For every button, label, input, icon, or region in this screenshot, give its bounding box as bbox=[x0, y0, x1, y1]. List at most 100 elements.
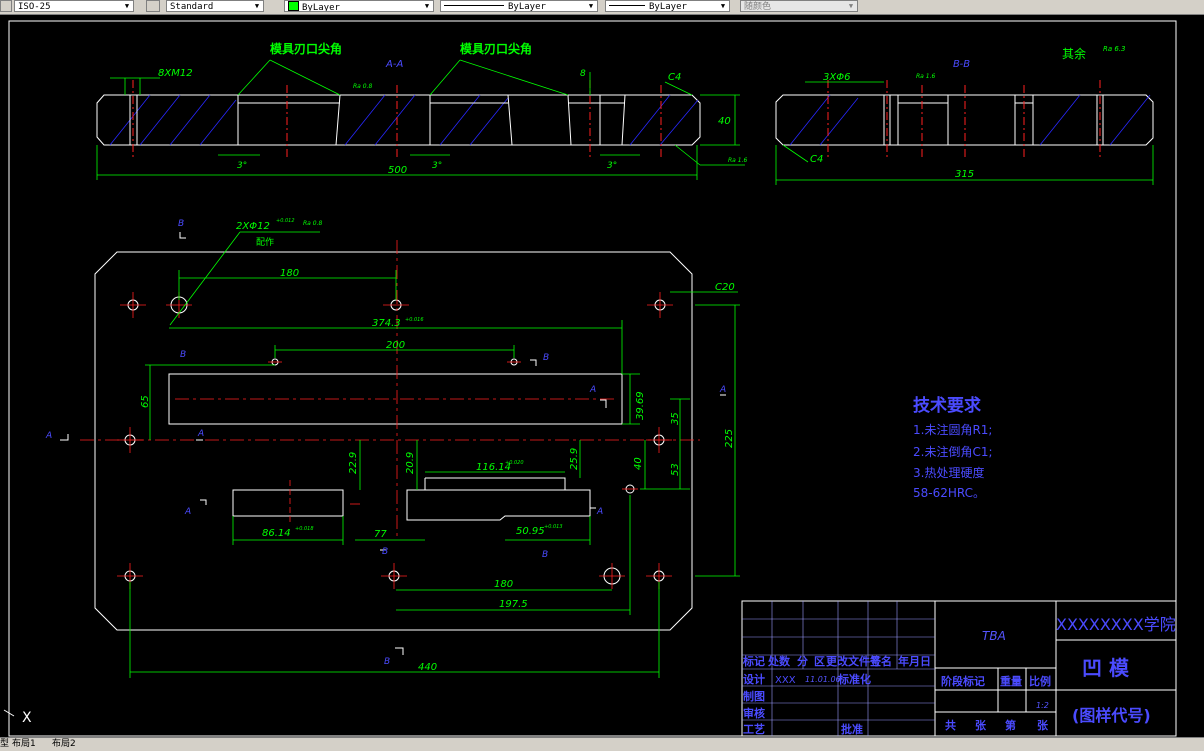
chevron-down-icon: ▼ bbox=[424, 2, 430, 10]
roughness-label: Ra 1.6 bbox=[916, 73, 935, 80]
dimension-text: 40 bbox=[633, 457, 644, 470]
dimension-text: 77 bbox=[374, 529, 387, 540]
tolerance-text: +0.012 bbox=[276, 218, 295, 224]
dimension-text: 20.9 bbox=[405, 452, 416, 474]
color-select[interactable]: ByLayer ▼ bbox=[284, 0, 434, 12]
textstyle-value: Standard bbox=[170, 2, 214, 12]
dimstyle-value: ISO-25 bbox=[18, 2, 51, 12]
line-sample-icon bbox=[609, 5, 645, 6]
tab-model[interactable]: 型 bbox=[0, 739, 10, 749]
tb-label: 重量 bbox=[1000, 674, 1022, 688]
tb-label: 张 bbox=[1037, 718, 1049, 732]
tb-label: 标准化 bbox=[837, 672, 871, 686]
tolerance-text: +0.013 bbox=[544, 524, 563, 530]
tolerance-text: +0.016 bbox=[405, 317, 424, 323]
dimension-text: 39.69 bbox=[635, 391, 646, 420]
layout-tabs-bar: 型 布局1 布局2 bbox=[0, 737, 1204, 751]
part-name: 凹 模 bbox=[1082, 656, 1130, 680]
cad-drawing: 模具刃口尖角 模具刃口尖角 A-A 8XM12 Ra 0.8 8 C4 40 5… bbox=[3, 20, 1177, 737]
textstyle-select[interactable]: Standard ▼ bbox=[166, 0, 264, 12]
tb-label: 设计 bbox=[743, 672, 765, 686]
section-mark-label: B bbox=[178, 219, 184, 229]
chevron-down-icon: ▼ bbox=[254, 2, 260, 10]
section-mark-label: B bbox=[542, 550, 548, 560]
dimension-text: 65 bbox=[140, 395, 151, 408]
roughness-label: Ra 1.6 bbox=[728, 157, 747, 164]
dimension-text: 180 bbox=[280, 268, 299, 279]
dimension-text: 53 bbox=[670, 463, 681, 476]
screw-callout: 8XM12 bbox=[158, 68, 193, 79]
tech-line: 2.未注倒角C1; bbox=[913, 444, 993, 459]
rest-roughness-label: 其余 bbox=[1062, 46, 1086, 61]
mold-edge-label: 模具刃口尖角 bbox=[270, 41, 342, 56]
dimension-text: 50.95 bbox=[516, 526, 545, 537]
color-swatch-icon bbox=[288, 1, 299, 11]
section-mark-label: A bbox=[45, 431, 52, 441]
chamfer-label: C20 bbox=[715, 282, 735, 293]
tb-label: 第 bbox=[1005, 718, 1016, 732]
plotstyle-value: 随颜色 bbox=[744, 2, 772, 12]
chevron-down-icon: ▼ bbox=[848, 2, 854, 10]
tb-label: 共 bbox=[945, 718, 956, 732]
dimstyle-icon[interactable] bbox=[0, 0, 12, 12]
text-style-icon[interactable] bbox=[146, 0, 160, 12]
tb-label: 张 bbox=[975, 718, 987, 732]
dimension-text: 8 bbox=[580, 69, 586, 79]
dimstyle-select[interactable]: ISO-25 ▼ bbox=[14, 0, 134, 12]
mold-edge-label: 模具刃口尖角 bbox=[460, 41, 532, 56]
tb-label: 阶段标记 bbox=[941, 674, 985, 688]
dimension-text: 200 bbox=[386, 340, 405, 351]
dimension-text: 86.14 bbox=[262, 528, 291, 539]
tab-layout1[interactable]: 布局1 bbox=[12, 739, 36, 749]
design-date: 11.01.06 bbox=[805, 675, 841, 684]
section-mark-label: A bbox=[596, 507, 603, 517]
tb-header-cell: 处数 bbox=[767, 654, 791, 668]
tech-line: 1.未注圆角R1; bbox=[913, 422, 992, 437]
chamfer-label: C4 bbox=[810, 154, 823, 165]
roughness-label: Ra 0.8 bbox=[353, 83, 372, 90]
section-bb-title: B-B bbox=[953, 59, 970, 70]
tech-title: 技术要求 bbox=[913, 395, 981, 416]
tab-layout2[interactable]: 布局2 bbox=[52, 739, 76, 749]
lineweight-select[interactable]: ByLayer ▼ bbox=[605, 0, 730, 12]
dimension-text: 25.9 bbox=[569, 448, 580, 470]
technical-requirements: 技术要求 1.未注圆角R1; 2.未注倒角C1; 3.热处理硬度 58-62HR… bbox=[913, 395, 993, 500]
dimension-text: 197.5 bbox=[499, 599, 528, 610]
tb-label: 比例 bbox=[1029, 674, 1051, 688]
dimension-text: 180 bbox=[494, 579, 513, 590]
section-mark-label: B bbox=[384, 657, 390, 667]
tba-text: TBA bbox=[982, 629, 1006, 643]
section-mark-label: B bbox=[382, 547, 388, 557]
tb-header-cell: 分 bbox=[797, 654, 808, 668]
section-aa-view: 模具刃口尖角 模具刃口尖角 A-A 8XM12 Ra 0.8 8 C4 40 5… bbox=[96, 41, 747, 180]
properties-toolbar: ISO-25 ▼ Standard ▼ ByLayer ▼ ByLayer ▼ … bbox=[0, 0, 1204, 15]
drawing-border bbox=[8, 20, 1177, 737]
roughness-label: Ra 6.3 bbox=[1103, 45, 1126, 53]
tb-label: 审核 bbox=[743, 706, 765, 720]
line-sample-icon bbox=[444, 5, 504, 6]
ucs-x-label: X bbox=[22, 710, 32, 726]
section-mark-label: A bbox=[589, 385, 596, 395]
dimension-text: 116.14 bbox=[476, 462, 511, 473]
dimension-text: 440 bbox=[418, 662, 437, 673]
tech-line: 58-62HRC。 bbox=[913, 486, 985, 500]
fit-note: 配作 bbox=[256, 236, 274, 248]
chevron-down-icon: ▼ bbox=[720, 2, 726, 10]
tb-header-cell: 标记 bbox=[742, 654, 765, 668]
plan-view: B B B A A A A A A B B B 2XΦ12 +0.012 Ra … bbox=[45, 218, 740, 678]
tb-label: 工艺 bbox=[743, 722, 765, 736]
linetype-value: ByLayer bbox=[508, 2, 546, 12]
tolerance-text: +0.020 bbox=[505, 460, 524, 466]
section-bb-view: B-B 3XΦ6 Ra 1.6 其余 Ra 6.3 C4 315 bbox=[775, 45, 1154, 185]
dimension-text: 22.9 bbox=[348, 452, 359, 474]
section-mark-label: B bbox=[543, 353, 549, 363]
chevron-down-icon: ▼ bbox=[124, 2, 130, 10]
section-mark-label: A bbox=[184, 507, 191, 517]
drawing-canvas[interactable]: 模具刃口尖角 模具刃口尖角 A-A 8XM12 Ra 0.8 8 C4 40 5… bbox=[0, 15, 1204, 737]
tb-header-cell: 区 bbox=[814, 655, 825, 668]
section-mark-label: B bbox=[180, 350, 186, 360]
plotstyle-select[interactable]: 随颜色 ▼ bbox=[740, 0, 858, 12]
angle-label: 3° bbox=[237, 161, 247, 171]
linetype-select[interactable]: ByLayer ▼ bbox=[440, 0, 598, 12]
dimension-text: 500 bbox=[388, 165, 407, 176]
